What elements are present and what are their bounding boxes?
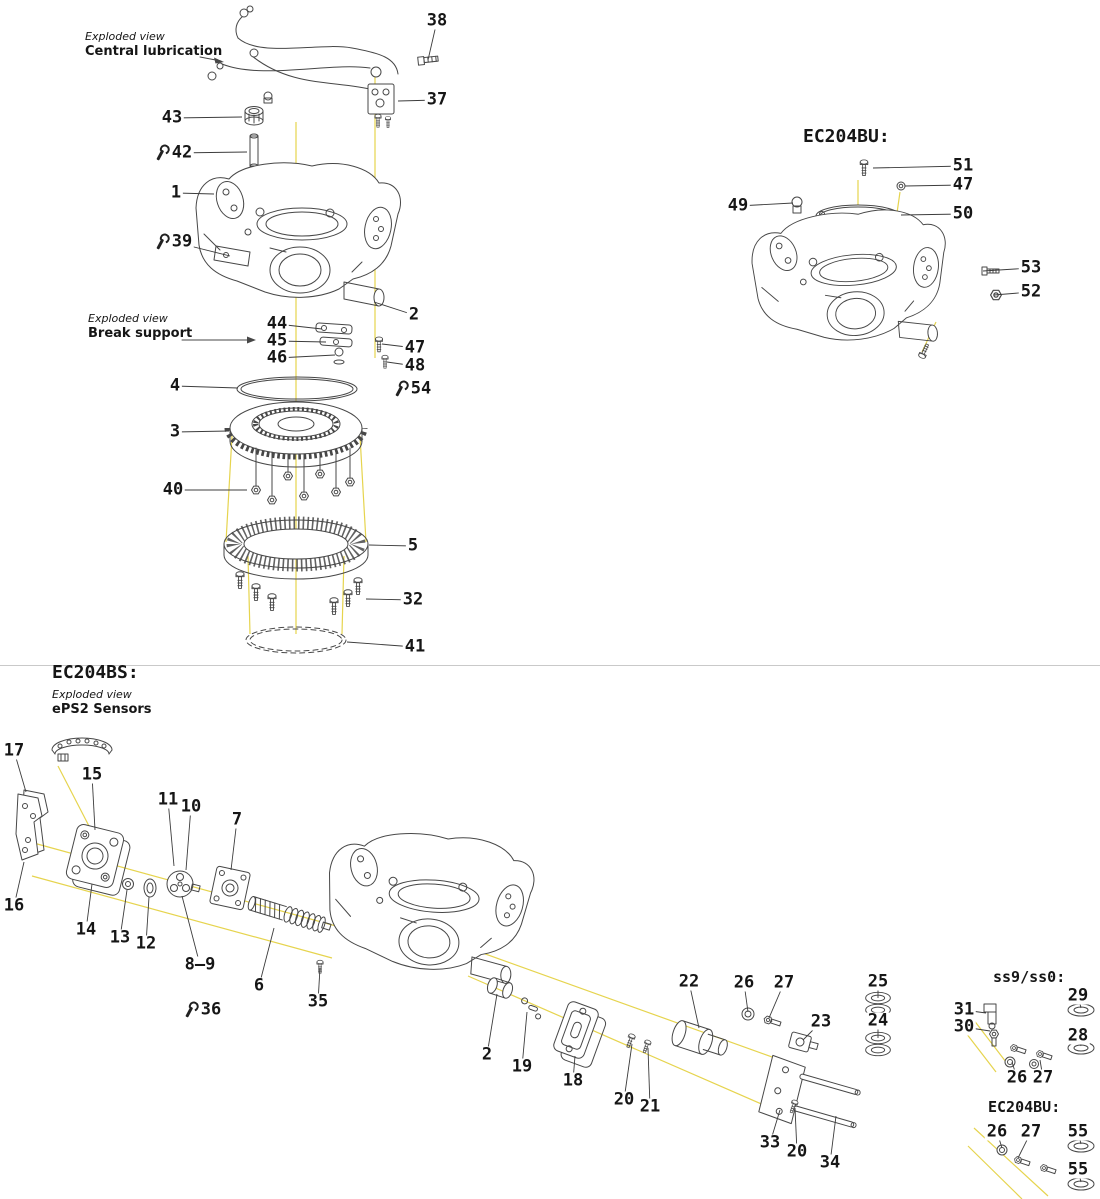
banjo-bolt — [1009, 1043, 1027, 1055]
worm-shaft-6 — [247, 896, 332, 933]
gear-3 — [224, 401, 368, 468]
break-support-title: Break support — [88, 326, 193, 341]
eps2-title: ePS2 Sensors — [52, 702, 152, 717]
bolt-38 — [417, 55, 439, 66]
elbow-31 — [983, 1003, 997, 1030]
ec204bu-bottom-title: EC204BU: — [988, 1098, 1061, 1116]
sensor-strap — [51, 737, 113, 762]
fitting-30 — [989, 1029, 999, 1047]
central-lubrication-title: Central lubrication — [85, 44, 223, 59]
banjo-bolt — [1035, 1049, 1053, 1061]
studs-40 — [251, 447, 355, 505]
seal-26-mid — [741, 1007, 755, 1021]
ec204bu-top-title: EC204BU: — [803, 126, 890, 147]
lubrication-tubes — [207, 5, 399, 104]
washer-47-top-right — [896, 181, 906, 191]
break-support-view-label: Exploded view — [88, 312, 168, 325]
seal-27-ss9 — [1029, 1059, 1039, 1069]
seal-12 — [143, 878, 157, 898]
bushing-2-bottom — [486, 977, 514, 999]
manifold-37 — [367, 66, 395, 128]
ring-41 — [245, 626, 347, 654]
plate-7 — [209, 865, 251, 911]
ec204bs-title: EC204BS: — [52, 662, 139, 683]
seal-ring-5 — [223, 516, 369, 580]
cylinder-22 — [671, 1020, 728, 1056]
ss9-ss0-title: ss9/ss0: — [993, 968, 1066, 986]
banjo-bolt — [1039, 1163, 1057, 1175]
pins-19 — [521, 997, 542, 1020]
housing-plate-39 — [213, 245, 251, 267]
cap-43 — [244, 106, 264, 126]
washer-13 — [122, 878, 134, 890]
ec204bu-assembly — [747, 159, 1003, 360]
flange-14-15 — [65, 824, 131, 896]
bracket-16-17 — [15, 789, 49, 861]
eps2-view-label: Exploded view — [52, 688, 132, 701]
o-ring-4 — [236, 376, 358, 402]
label-arrows — [181, 56, 256, 344]
plates-44-45-46 — [315, 322, 353, 365]
rotor-8-9-10-11 — [166, 870, 201, 898]
banjo-bolt — [1013, 1155, 1031, 1167]
central-lubrication-view-label: Exploded view — [85, 30, 165, 43]
bolt-27-mid — [762, 1014, 782, 1027]
seal-26-bu — [996, 1144, 1008, 1156]
